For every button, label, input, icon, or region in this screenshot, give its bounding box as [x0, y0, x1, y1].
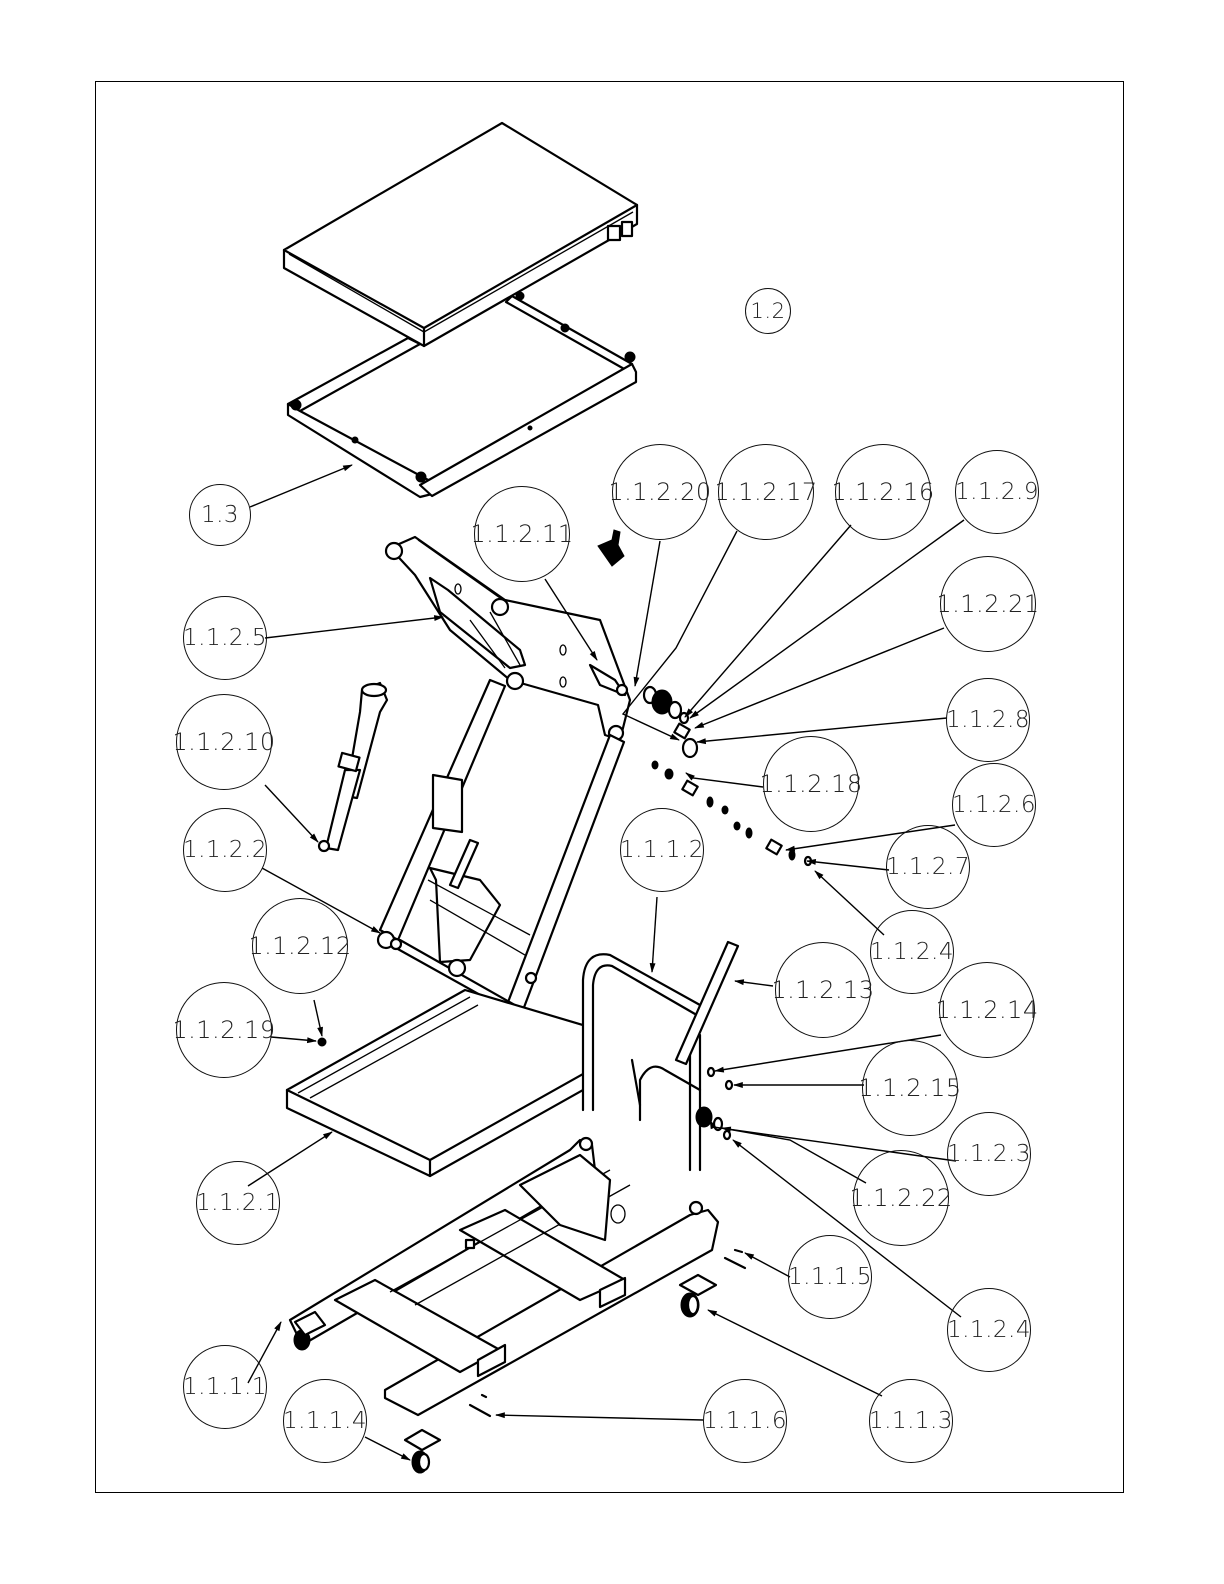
- knob-part: [598, 530, 624, 566]
- balloon-1-1-1-3[interactable]: 1.1.1.3: [869, 1379, 953, 1463]
- balloon-1-1-1-1[interactable]: 1.1.1.1: [183, 1345, 267, 1429]
- balloon-1-3[interactable]: 1.3: [189, 484, 251, 546]
- balloon-1-1-2-4-upper[interactable]: 1.1.2.4: [870, 910, 954, 994]
- balloon-1-1-2-4-lower[interactable]: 1.1.2.4: [947, 1288, 1031, 1372]
- upper-arm-part[interactable]: [265, 537, 630, 740]
- balloon-1-1-2-22[interactable]: 1.1.2.22: [853, 1150, 949, 1246]
- small-pin-part[interactable]: [271, 1000, 326, 1046]
- balloon-1-1-2-10[interactable]: 1.1.2.10: [176, 694, 272, 790]
- base-frame-part[interactable]: [248, 1138, 718, 1415]
- handle-part[interactable]: [583, 897, 700, 1170]
- balloon-1-1-1-6[interactable]: 1.1.1.6: [703, 1379, 787, 1463]
- balloon-1-1-2-6[interactable]: 1.1.2.6: [952, 763, 1036, 847]
- balloon-1-1-2-16[interactable]: 1.1.2.16: [835, 444, 931, 540]
- balloon-1-1-2-2[interactable]: 1.1.2.2: [183, 808, 267, 892]
- balloon-1-1-2-17[interactable]: 1.1.2.17: [718, 444, 814, 540]
- balloon-1-1-2-14[interactable]: 1.1.2.14: [939, 962, 1035, 1058]
- balloon-1-1-2-3[interactable]: 1.1.2.3: [947, 1112, 1031, 1196]
- gas-spring-part[interactable]: [265, 683, 387, 851]
- balloon-1-1-2-11[interactable]: 1.1.2.11: [474, 486, 570, 582]
- balloon-1-1-2-15[interactable]: 1.1.2.15: [862, 1040, 958, 1136]
- balloon-1-1-1-4[interactable]: 1.1.1.4: [283, 1379, 367, 1463]
- balloon-1-2[interactable]: 1.2: [745, 288, 791, 334]
- balloon-1-1-1-5[interactable]: 1.1.1.5: [788, 1235, 872, 1319]
- balloon-1-1-2-18[interactable]: 1.1.2.18: [763, 736, 859, 832]
- balloon-1-1-2-13[interactable]: 1.1.2.13: [775, 942, 871, 1038]
- balloon-1-1-2-19[interactable]: 1.1.2.19: [176, 982, 272, 1078]
- balloon-1-1-1-2[interactable]: 1.1.1.2: [620, 808, 704, 892]
- balloon-1-1-2-5[interactable]: 1.1.2.5: [183, 596, 267, 680]
- balloon-1-1-2-8[interactable]: 1.1.2.8: [946, 678, 1030, 762]
- balloon-1-1-2-1[interactable]: 1.1.2.1: [196, 1161, 280, 1245]
- balloon-1-1-2-9[interactable]: 1.1.2.9: [955, 450, 1039, 534]
- balloon-1-1-2-7[interactable]: 1.1.2.7: [886, 825, 970, 909]
- balloon-1-1-2-21[interactable]: 1.1.2.21: [940, 556, 1036, 652]
- balloon-1-1-2-20[interactable]: 1.1.2.20: [612, 444, 708, 540]
- top-plate-part[interactable]: [284, 123, 637, 346]
- balloon-1-1-2-12[interactable]: 1.1.2.12: [252, 898, 348, 994]
- caster-front-part[interactable]: [365, 1430, 440, 1473]
